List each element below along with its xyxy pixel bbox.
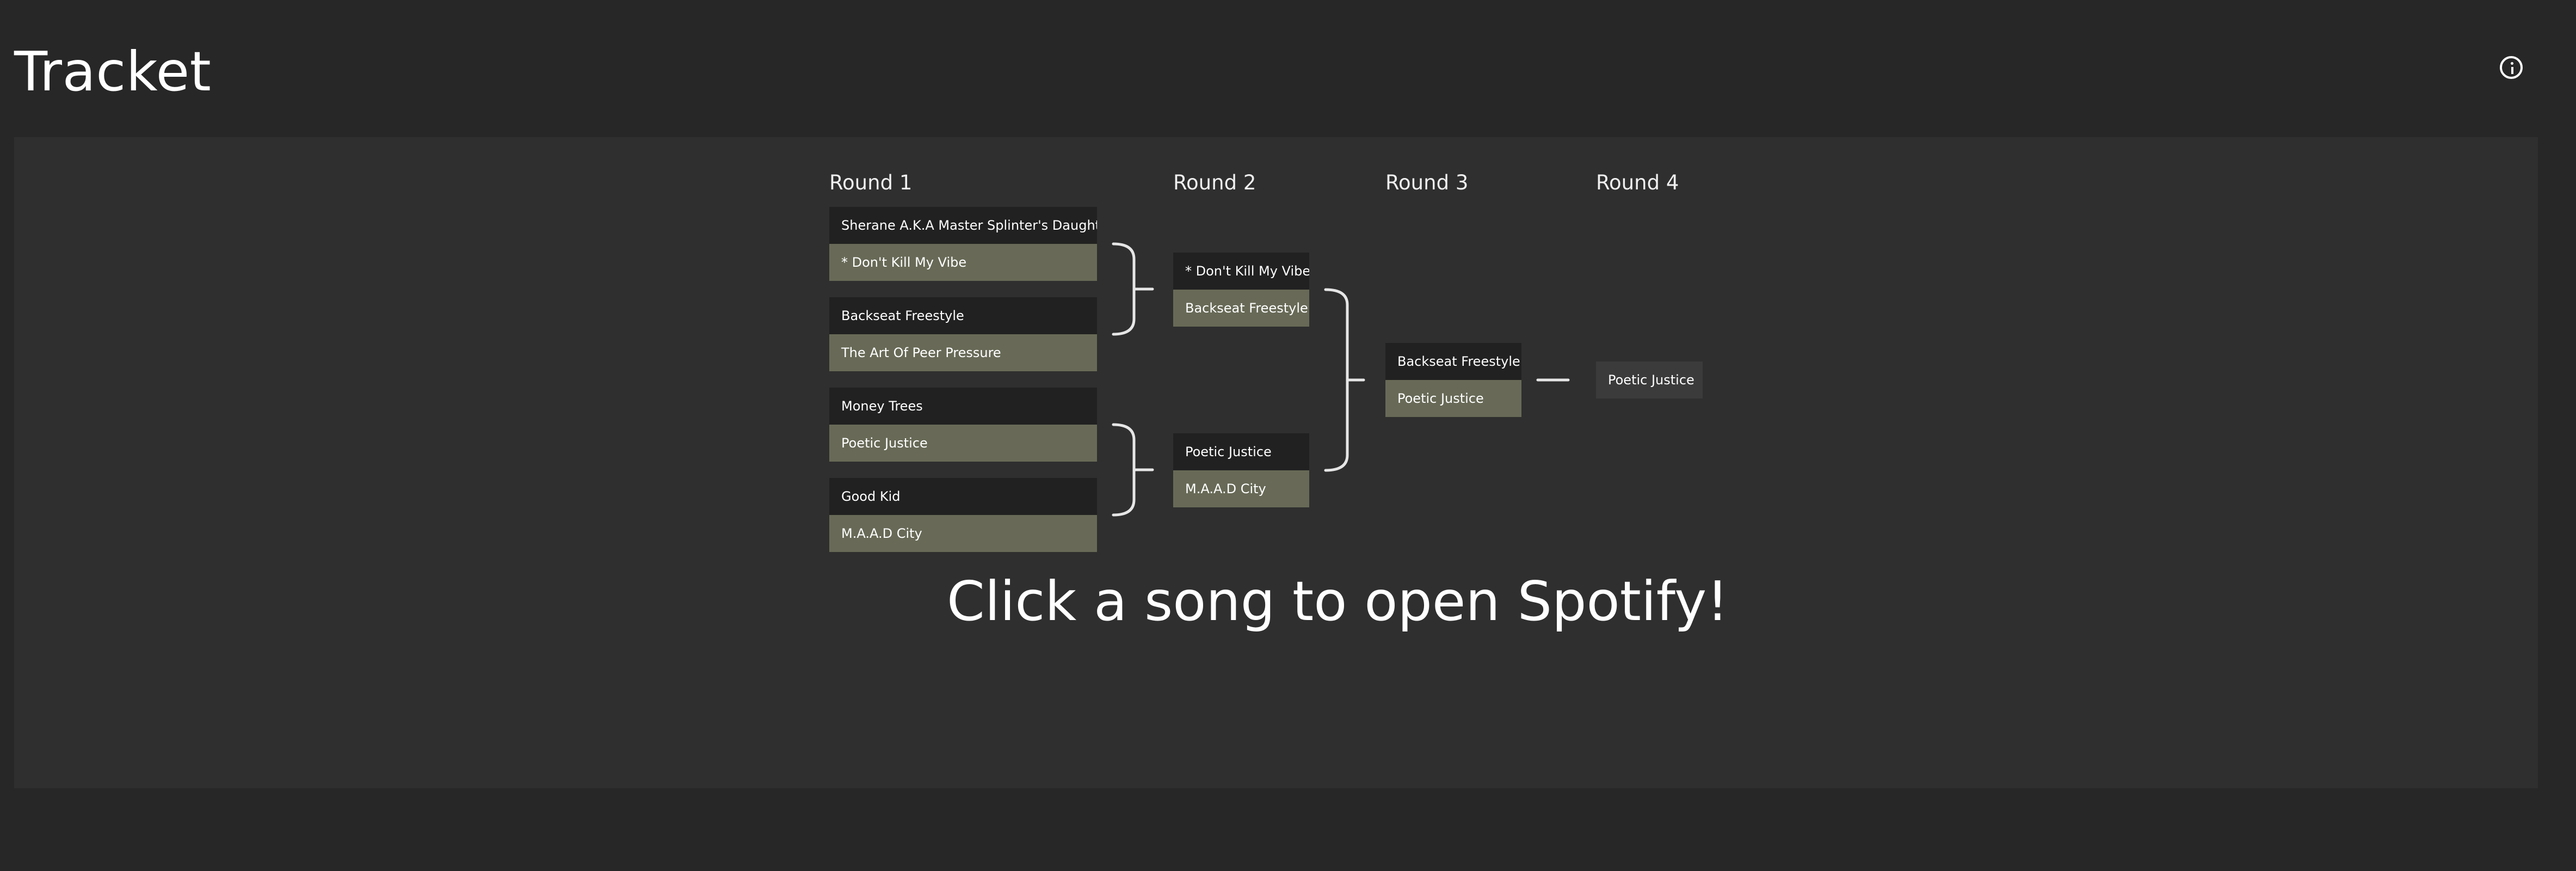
open-spotify-hint: Click a song to open Spotify! [947, 569, 1729, 633]
r4-winner-song[interactable]: Poetic Justice [1596, 361, 1703, 398]
round-1-label: Round 1 [829, 171, 913, 194]
r1-m1-top-song[interactable]: Sherane A.K.A Master Splinter's Daughter [829, 207, 1097, 244]
r3-m1-bottom-song[interactable]: Poetic Justice [1385, 380, 1521, 417]
round-4-label: Round 4 [1596, 171, 1679, 194]
connector-r1-top [1112, 242, 1154, 336]
r2-m1-bottom-song[interactable]: Backseat Freestyle [1173, 290, 1309, 327]
r2-m2-bottom-song[interactable]: M.A.A.D City [1173, 470, 1309, 507]
r2-m2-top-song[interactable]: Poetic Justice [1173, 433, 1309, 470]
r3-m1-top-song[interactable]: Backseat Freestyle [1385, 343, 1521, 380]
r1-m2-top-song[interactable]: Backseat Freestyle [829, 297, 1097, 334]
connector-r2 [1324, 288, 1365, 472]
r1-m1-bottom-song[interactable]: * Don't Kill My Vibe [829, 244, 1097, 281]
connector-r1-bottom [1112, 423, 1154, 517]
r1-m3-top-song[interactable]: Money Trees [829, 388, 1097, 425]
r1-m2-bottom-song[interactable]: The Art Of Peer Pressure [829, 334, 1097, 371]
round-2-label: Round 2 [1173, 171, 1256, 194]
round-3-label: Round 3 [1385, 171, 1469, 194]
r1-m4-top-song[interactable]: Good Kid [829, 478, 1097, 515]
r1-m4-bottom-song[interactable]: M.A.A.D City [829, 515, 1097, 552]
info-icon [2502, 58, 2520, 77]
app-title: Tracket [14, 40, 212, 103]
r2-m1-top-song[interactable]: * Don't Kill My Vibe [1173, 253, 1309, 290]
info-button[interactable] [2500, 56, 2523, 79]
r1-m3-bottom-song[interactable]: Poetic Justice [829, 425, 1097, 462]
